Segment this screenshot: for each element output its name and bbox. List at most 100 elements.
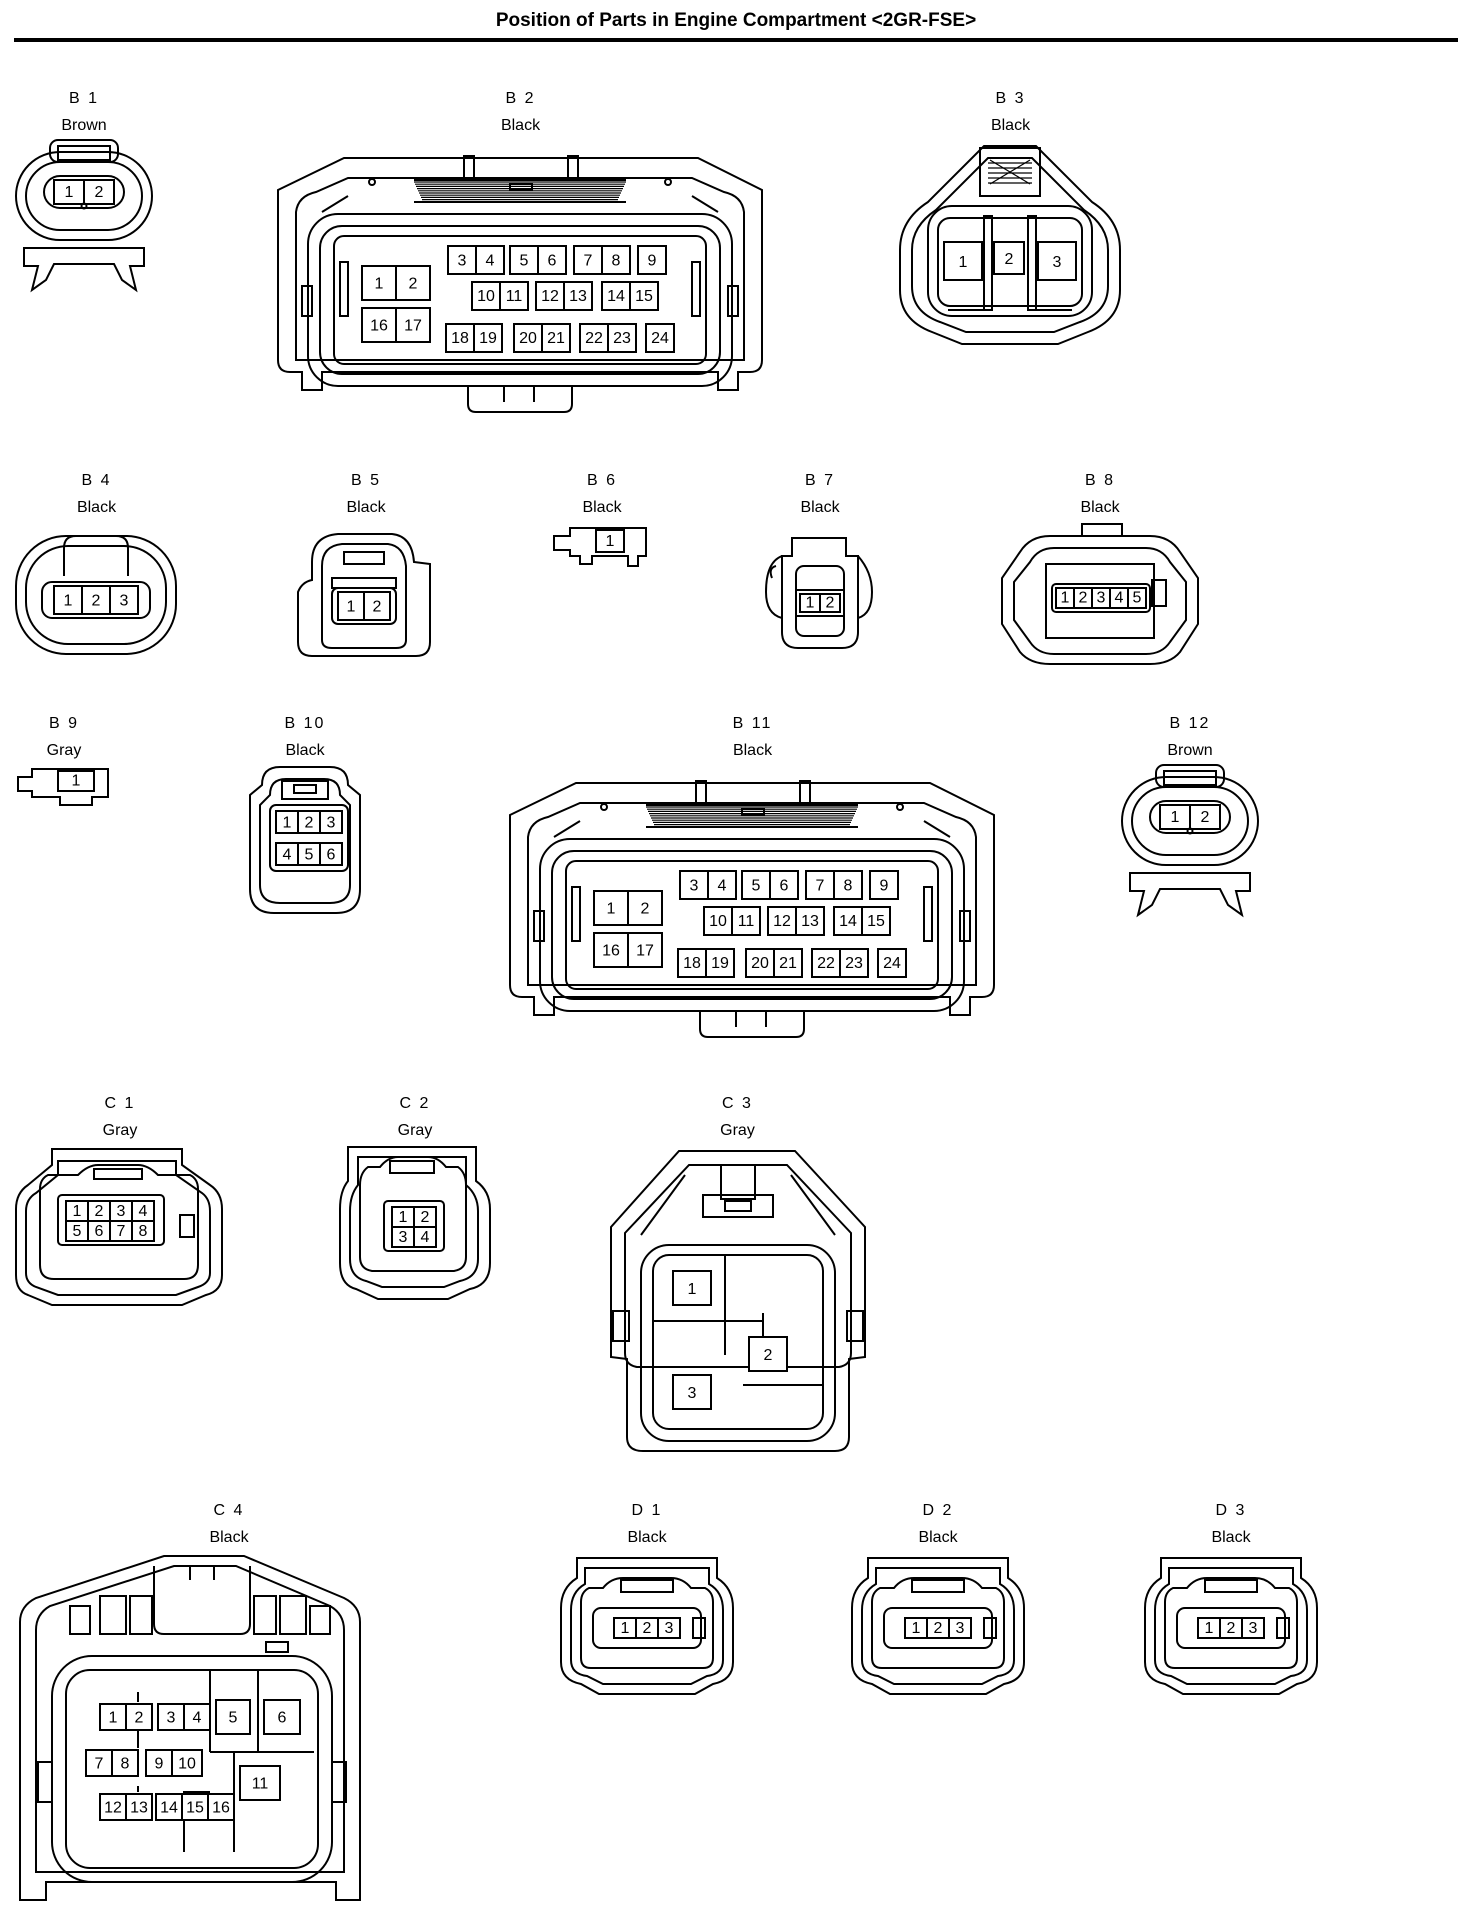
pin-cell [1037,241,1077,281]
pin-cell [593,890,629,926]
pin-number: 6 [95,1223,104,1240]
pin-number: 20 [751,955,769,972]
connector-code: C 3 [722,1095,753,1112]
pin-cell [131,1220,155,1242]
pin-number: 4 [283,846,292,863]
pin-cell [319,810,343,834]
pin-number: 2 [373,598,382,615]
connector-code: B 5 [350,472,381,489]
pin-number: 1 [1061,590,1070,607]
pin-number: 8 [612,252,621,269]
pin-number: 1 [347,598,356,615]
pin-number: 3 [665,1620,674,1637]
connector-color: Black [918,1529,958,1546]
pin-number: 7 [816,877,825,894]
pin-number: 5 [305,846,314,863]
pin-cell [861,906,891,936]
pin-number: 13 [130,1799,148,1816]
pin-number: 8 [139,1223,148,1240]
connector-color: Black [990,117,1031,134]
pin-cell [943,241,983,281]
pin-number: 5 [229,1709,238,1726]
pin-cell [948,1617,972,1639]
pin-cell [85,1749,113,1777]
pin-number: 3 [956,1620,965,1637]
connector-code: B 2 [505,90,536,107]
pin-cell [395,265,431,301]
pin-number: 10 [709,913,727,930]
connector-color: Black [209,1529,249,1546]
connector-code: B 1 [68,90,99,107]
pin-cell [109,585,139,615]
pin-number: 5 [1133,590,1142,607]
pin-number: 2 [1005,251,1014,268]
pin-number: 9 [880,877,889,894]
pin-number: 10 [477,288,495,305]
pin-number: 12 [773,913,791,930]
connector-code: B 10 [284,715,326,732]
pin-cell [672,1374,712,1410]
pin-cell [773,948,803,978]
connector-code: B 3 [995,90,1026,107]
pin-number: 1 [64,592,73,609]
pin-number: 23 [613,330,631,347]
pin-number: 4 [718,877,727,894]
pin-cell [745,948,775,978]
pin-number: 1 [607,900,616,917]
title-rule [14,38,1458,42]
connector-color: Black [582,499,622,516]
connector-code: C 1 [104,1095,136,1112]
pin-cell [57,770,95,792]
pin-number: 2 [1227,1620,1236,1637]
pin-cell [239,1765,281,1801]
pin-cell [363,591,391,621]
connector-color: Black [1080,499,1120,516]
pin-number: 2 [95,184,104,201]
pin-number: 6 [548,252,557,269]
connector-color: Gray [46,742,82,759]
pin-number: 2 [305,814,314,831]
pin-number: 9 [648,252,657,269]
pin-number: 2 [826,595,835,612]
pin-cell [573,245,603,275]
pin-number: 15 [867,913,885,930]
pin-cell [513,323,543,353]
pin-cell [337,591,365,621]
pin-cell [157,1703,185,1731]
pin-number: 1 [109,1709,118,1726]
pin-number: 14 [839,913,857,930]
pin-number: 14 [607,288,625,305]
pin-number: 1 [606,533,615,550]
pin-cell [833,870,863,900]
pin-cell [731,906,761,936]
pin-cell [627,890,663,926]
pin-number: 8 [121,1755,130,1772]
pin-number: 2 [92,592,101,609]
pin-cell [607,323,637,353]
pin-number: 1 [375,275,384,292]
pin-number: 2 [643,1620,652,1637]
connector-color: Gray [720,1122,755,1139]
pin-number: 18 [451,330,469,347]
pin-number: 1 [688,1281,697,1298]
pin-cell [707,870,737,900]
pin-number: 3 [167,1709,176,1726]
pin-cell [869,870,899,900]
pin-cell [637,245,667,275]
pin-cell [1241,1617,1265,1639]
pin-number: 4 [421,1229,430,1246]
pin-cell [447,245,477,275]
pin-cell [629,281,659,311]
pin-number: 5 [520,252,529,269]
